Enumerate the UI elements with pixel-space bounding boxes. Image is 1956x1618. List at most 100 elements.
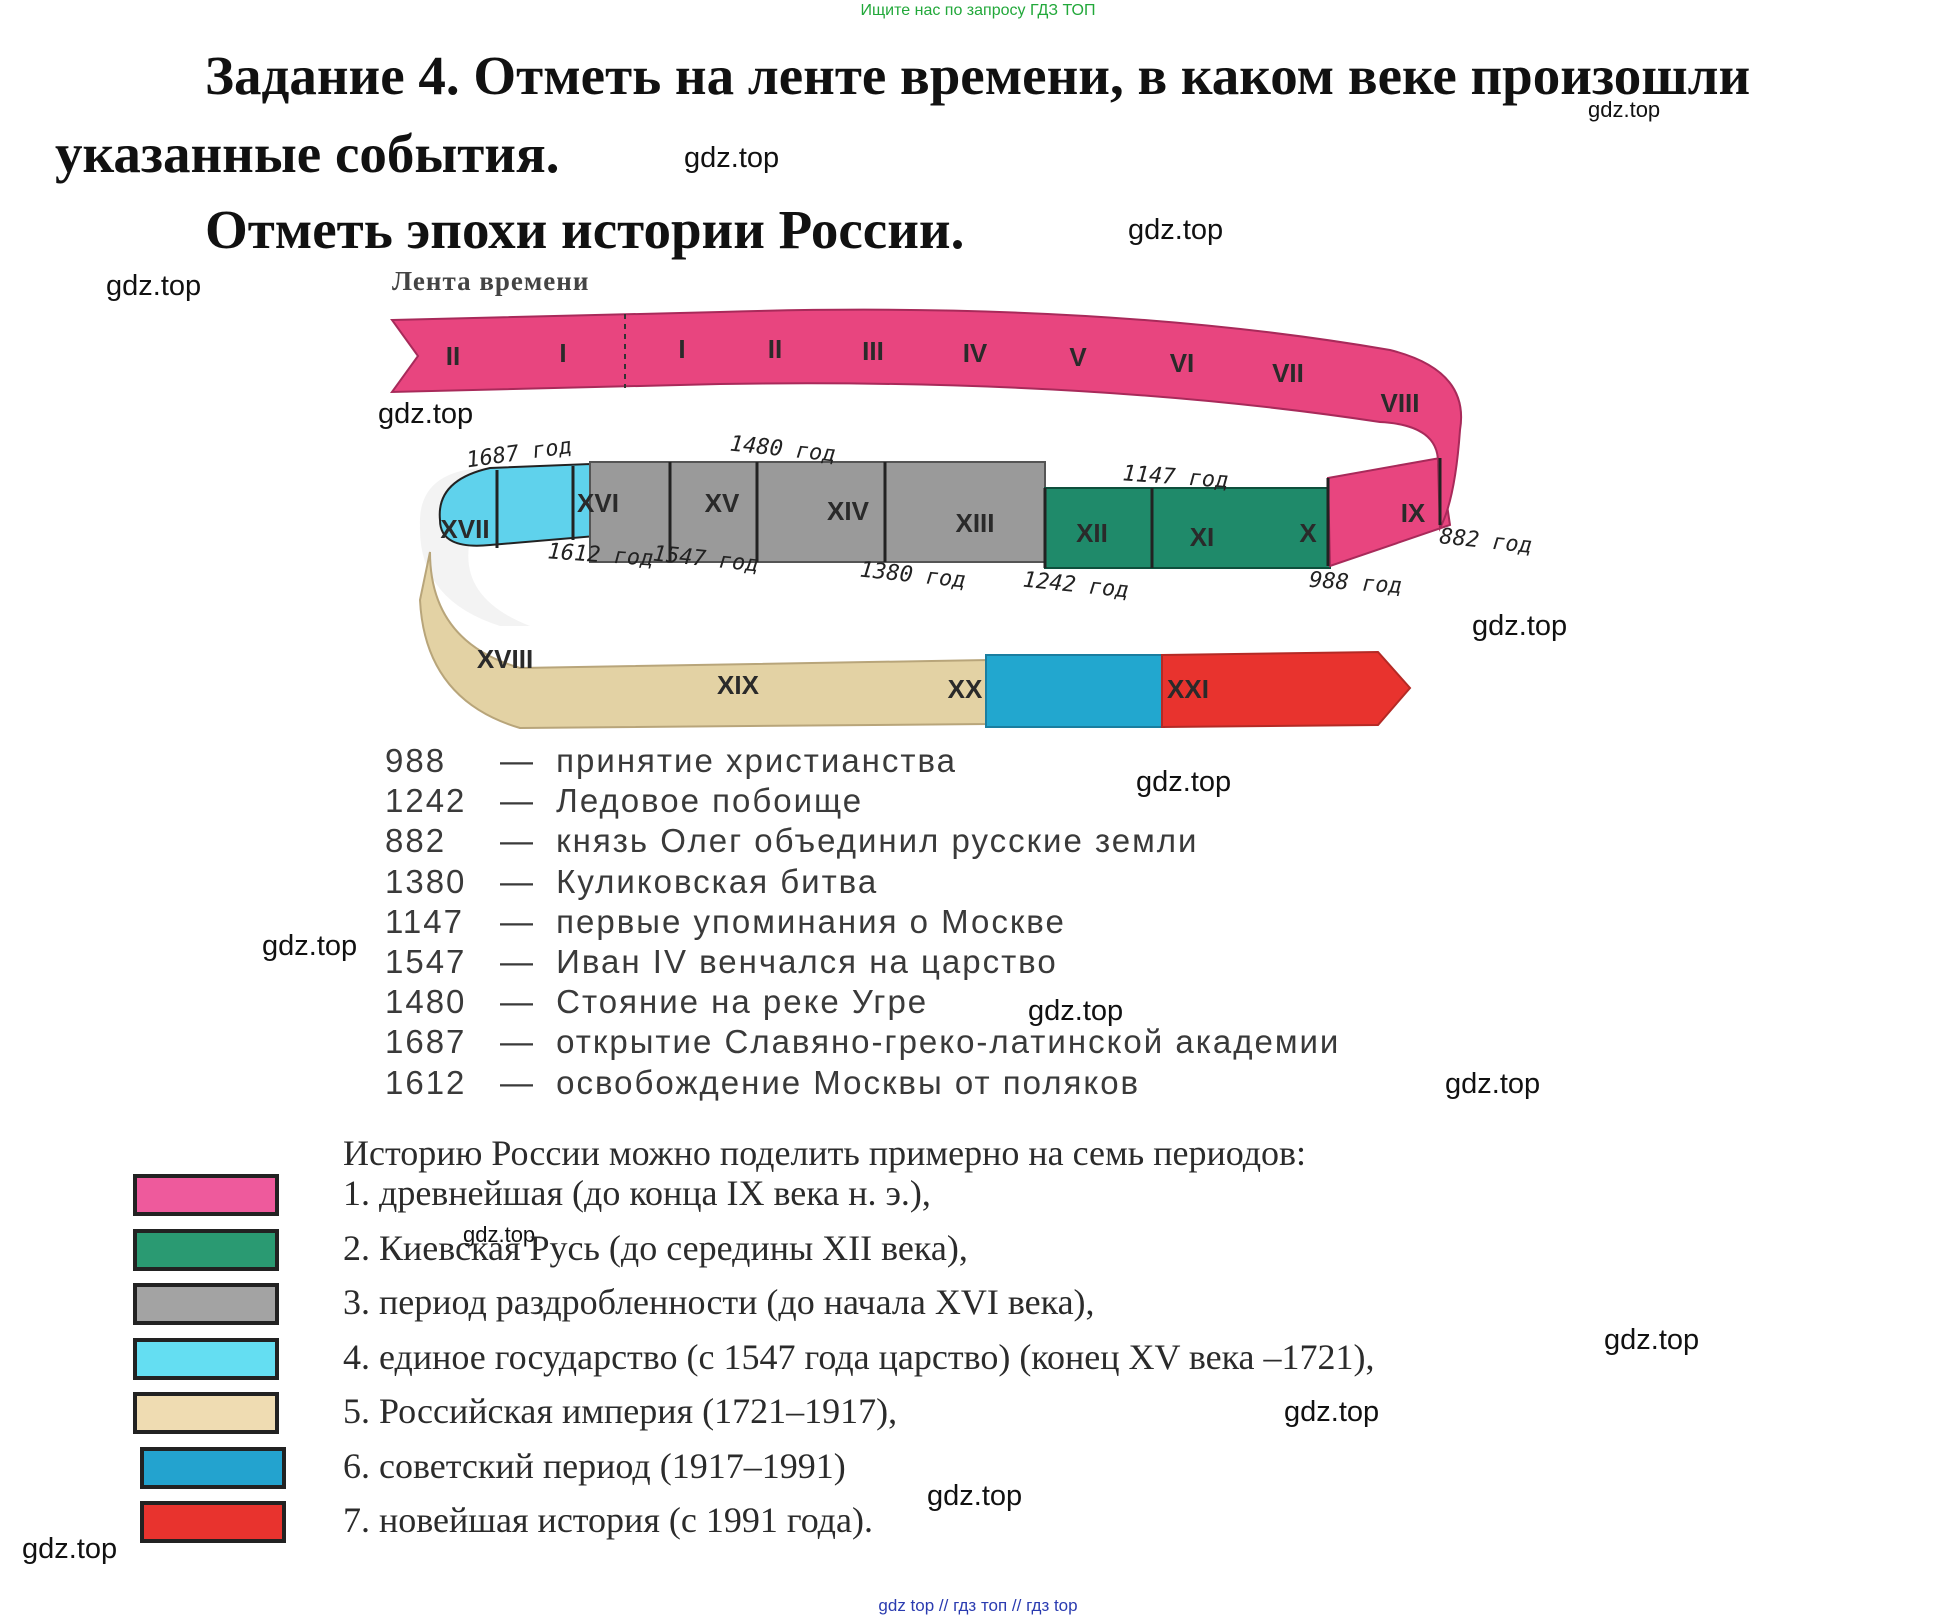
ribbon-segment-fragmentation (589, 461, 1046, 563)
event-row: 1612 — освобождение Москвы от поляков (385, 1064, 1140, 1102)
century-label: I (678, 334, 685, 364)
watermark: gdz.top (684, 142, 780, 174)
period-item: 3. период раздробленности (до начала XVI… (343, 1282, 1095, 1322)
century-label: XX (948, 674, 983, 704)
event-text: Стояние на реке Угре (545, 983, 929, 1021)
century-label: I (559, 338, 566, 368)
watermark: gdz.top (1604, 1324, 1700, 1356)
period-item: 6. советский период (1917–1991) (343, 1445, 846, 1486)
watermark: gdz.top (1128, 214, 1224, 246)
century-label: IV (963, 338, 988, 368)
century-label: X (1299, 518, 1317, 548)
periods-intro: Историю России можно поделить примерно н… (343, 1133, 1307, 1173)
century-label: VIII (1380, 388, 1419, 418)
period-item: 1. древнейшая (до конца IX века н. э.), (343, 1173, 931, 1213)
timeline-title: Лента времени (392, 266, 590, 296)
ribbon-segment-ancient-lower (1326, 456, 1452, 568)
event-text: Куликовская битва (545, 862, 879, 900)
event-dash: — (500, 862, 535, 900)
century-label: V (1069, 342, 1087, 372)
event-dash: — (500, 1023, 535, 1061)
century-label: XVII (440, 514, 489, 544)
period-color-swatch (133, 1392, 279, 1434)
handwritten-year: 988 год (1308, 568, 1402, 599)
ribbon-segment-soviet (985, 654, 1165, 728)
period-color-swatch (133, 1228, 279, 1271)
event-dash: — (500, 822, 535, 860)
event-year: 1480 (385, 983, 467, 1021)
event-text: принятие христианства (545, 742, 958, 779)
event-text: первые упоминания о Москве (545, 902, 1066, 940)
event-row: 1147 — первые упоминания о Москве (385, 903, 1066, 941)
period-item: 7. новейшая история (с 1991 года). (343, 1500, 873, 1540)
century-label: XI (1190, 522, 1215, 552)
event-dash: — (500, 782, 535, 820)
watermark: gdz.top (463, 1222, 536, 1247)
event-row: 988 — принятие христианства (385, 742, 957, 780)
period-color-swatch (133, 1337, 279, 1380)
event-dash: — (500, 943, 535, 980)
century-label: XVIII (477, 644, 533, 674)
watermark: gdz.top (927, 1480, 1023, 1512)
watermark: gdz.top (1028, 995, 1124, 1027)
century-label: VI (1170, 348, 1195, 378)
top-banner: Ищите нас по запросу ГДЗ ТОП (860, 2, 1096, 19)
event-row: 1480 — Стояние на реке Угре (385, 983, 928, 1021)
watermark: gdz.top (1588, 97, 1661, 122)
event-year: 1147 (385, 902, 464, 940)
century-label: XIX (717, 670, 760, 700)
event-dash: — (500, 983, 535, 1021)
century-label: XVI (577, 488, 619, 518)
period-color-swatch (133, 1283, 279, 1325)
period-item: 2. Киевская Русь (до середины XII века), (343, 1227, 968, 1268)
handwritten-year: 882 год (1438, 524, 1533, 559)
watermark: gdz.top (1472, 610, 1568, 642)
task-heading-line3: Отметь эпохи истории России. (205, 199, 965, 260)
event-row: 1547 — Иван IV венчался на царство (385, 943, 1058, 981)
watermark: gdz.top (1445, 1068, 1541, 1100)
event-year: 1547 (385, 943, 467, 980)
century-label: II (768, 334, 782, 364)
event-text: князь Олег объединил русские земли (545, 822, 1199, 860)
event-row: 1242 — Ледовое побоище (385, 782, 863, 820)
watermark: gdz.top (22, 1533, 118, 1565)
event-text: освобождение Москвы от поляков (545, 1063, 1141, 1101)
period-item: 4. единое государство (с 1547 года царст… (343, 1336, 1375, 1377)
century-label: III (862, 336, 884, 366)
century-label: XII (1076, 518, 1108, 548)
watermark: gdz.top (378, 398, 474, 430)
century-label: IX (1401, 498, 1426, 528)
event-row: 1380 — Куликовская битва (385, 863, 878, 901)
century-label: XXI (1167, 674, 1209, 704)
watermark: gdz.top (106, 270, 202, 302)
event-year: 1380 (385, 862, 467, 900)
event-year: 1687 (385, 1023, 467, 1061)
event-row: 1687 — открытие Славяно-греко-латинской а… (385, 1023, 1340, 1061)
century-label: XIV (827, 496, 870, 526)
event-dash: — (500, 1063, 535, 1101)
handwritten-year: 1242 год (1022, 568, 1130, 604)
task-heading-line2: указанные события. (55, 123, 560, 184)
century-label: VII (1272, 358, 1304, 388)
event-dash: — (500, 742, 535, 779)
event-text: Ледовое побоище (545, 782, 864, 820)
event-text: открытие Славяно-греко-латинской академи… (545, 1023, 1341, 1061)
ribbon-segment-modern (1161, 650, 1412, 729)
period-item: 5. Российская империя (1721–1917), (343, 1391, 898, 1431)
event-year: 1242 (385, 782, 467, 820)
event-dash: — (500, 902, 535, 940)
watermark: gdz.top (262, 930, 358, 962)
period-color-swatch (140, 1501, 286, 1543)
event-year: 988 (385, 742, 447, 779)
event-row: 882 — князь Олег объединил русские земли (385, 822, 1198, 860)
event-year: 882 (385, 822, 447, 860)
task-heading-line1: Задание 4. Отметь на ленте времени, в ка… (205, 45, 1751, 106)
century-label: II (446, 341, 460, 371)
event-year: 1612 (385, 1063, 467, 1101)
event-text: Иван IV венчался на царство (545, 943, 1058, 980)
period-color-swatch (133, 1174, 279, 1216)
period-color-swatch (140, 1446, 286, 1489)
ribbon-segment-ancient (390, 308, 1463, 532)
watermark: gdz.top (1136, 766, 1232, 798)
